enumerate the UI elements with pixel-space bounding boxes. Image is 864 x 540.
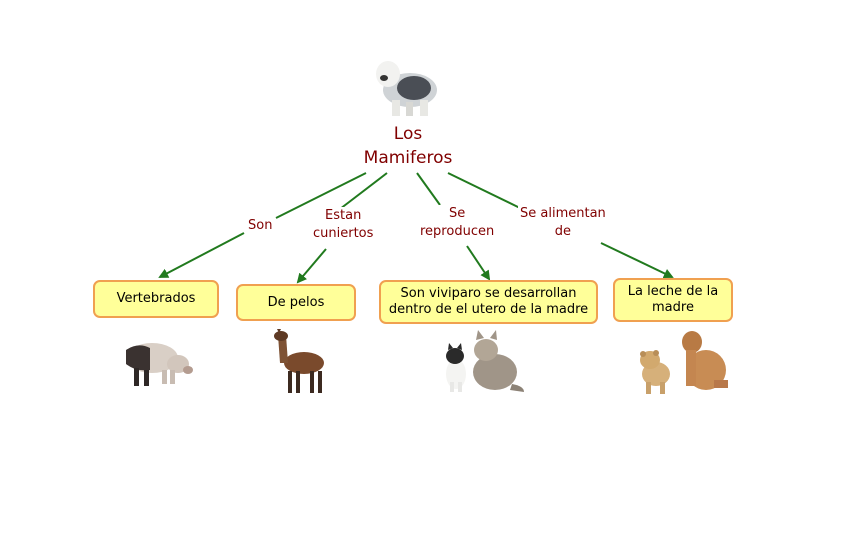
pig-icon: [126, 343, 193, 386]
link-label-se-alimentan-de: Se alimentan de: [518, 205, 608, 241]
node-viviparo-line2: dentro de el utero de la madre: [388, 302, 589, 317]
connector-son-bottom: [158, 232, 245, 278]
root-concept: Los Mamiferos: [350, 122, 466, 170]
link-estan-line2: cuniertos: [313, 226, 374, 241]
lion-cub-icon: [640, 331, 728, 394]
connector-reproducen-bottom: [466, 245, 491, 281]
sheepdog-icon: [376, 61, 437, 116]
connector-reproducen-top: [416, 172, 441, 206]
link-alimentan-line2: de: [554, 224, 572, 239]
root-title-line2: Mamiferos: [363, 148, 453, 168]
node-viviparo-line1: Son viviparo se desarrollan: [400, 286, 577, 301]
node-viviparo: Son viviparo se desarrollan dentro de el…: [379, 280, 598, 324]
link-alimentan-line1: Se alimentan: [520, 206, 606, 221]
link-label-estan-cuniertos: Estan cuniertos: [311, 207, 376, 243]
cats-icon: [446, 330, 524, 392]
link-label-se-reproducen: Se reproducen: [418, 205, 497, 241]
node-de-pelos-label: De pelos: [267, 294, 325, 310]
node-leche-line1: La leche de la: [627, 284, 719, 299]
node-vertebrados: Vertebrados: [93, 280, 219, 318]
connector-alimentan-top: [447, 172, 521, 209]
connector-alimentan-bottom: [600, 242, 674, 279]
connector-estan-bottom: [296, 248, 327, 284]
link-label-son: Son: [246, 217, 275, 235]
link-reproducen-line2: reproducen: [420, 224, 495, 239]
node-vertebrados-label: Vertebrados: [116, 291, 196, 306]
connector-son-top: [275, 172, 367, 219]
link-estan-line1: Estan: [325, 208, 362, 223]
llama-icon: [274, 329, 324, 393]
root-title-line1: Los: [393, 124, 423, 144]
link-reproducen-line1: Se: [448, 206, 466, 221]
node-de-pelos: De pelos: [236, 284, 356, 321]
node-leche: La leche de la madre: [613, 278, 733, 322]
node-leche-line2: madre: [652, 300, 694, 315]
connector-estan-top: [339, 172, 388, 210]
link-son-text: Son: [248, 218, 273, 233]
